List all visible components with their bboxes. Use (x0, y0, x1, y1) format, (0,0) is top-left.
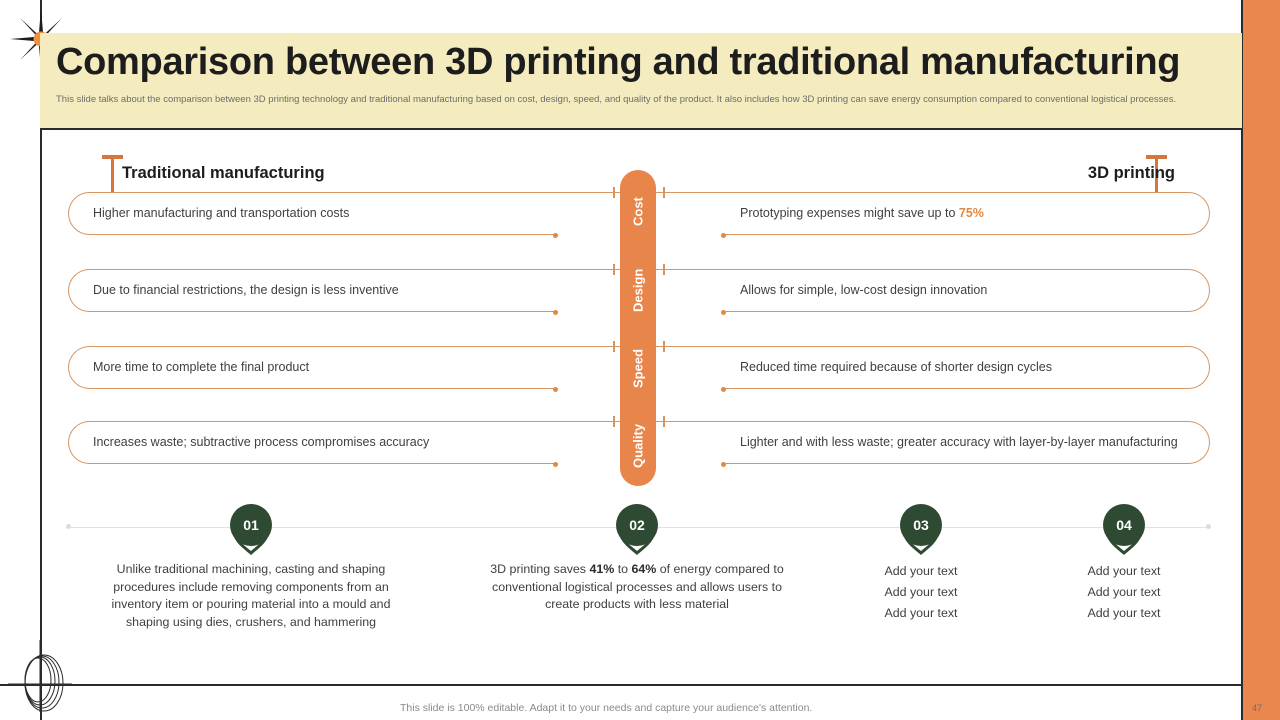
badge-number-03: 03 (913, 517, 929, 533)
category-column: Cost Design Speed Quality (620, 170, 656, 486)
right-row-text-2: Allows for simple, low-cost design innov… (740, 283, 988, 297)
conn-dot-right-3 (721, 387, 726, 392)
category-label-speed: Speed (630, 348, 646, 388)
conn-dot-left-4 (553, 462, 558, 467)
right-row-prefix-1: Prototyping expenses might save up to (740, 206, 959, 220)
left-heading-tick (102, 155, 123, 193)
left-row-text-1: Higher manufacturing and transportation … (93, 206, 350, 220)
step-04: 04 Add your text Add your text Add your … (974, 503, 1274, 624)
right-accent-band (1242, 0, 1280, 720)
right-heading-tick (1146, 155, 1167, 193)
rail-tick-left-2 (613, 264, 615, 275)
pin-badge-icon (1103, 504, 1145, 555)
list-item: Add your text (884, 564, 958, 578)
right-row-highlight-1: 75% (958, 206, 984, 220)
badge-02: 02 (613, 503, 661, 555)
step-text-02: 3D printing saves 41% to 64% of energy c… (490, 562, 784, 611)
left-row-text-3: More time to complete the final product (93, 360, 310, 374)
rail-right-4 (656, 421, 722, 422)
rail-left-4 (558, 421, 620, 422)
rail-right-3 (656, 346, 722, 347)
step-01: 01 Unlike traditional machining, casting… (101, 503, 401, 631)
conn-dot-right-1 (721, 233, 726, 238)
spiral-decoration-icon (8, 640, 72, 712)
page-title: Comparison between 3D printing and tradi… (56, 41, 1181, 83)
header-bottom-rule (40, 128, 1242, 130)
rail-tick-right-4 (663, 416, 665, 427)
list-item: Add your text (1087, 585, 1161, 599)
conn-dot-left-3 (553, 387, 558, 392)
list-item: Add your text (884, 585, 958, 599)
badge-03: 03 (897, 503, 945, 555)
step-text-01: Unlike traditional machining, casting an… (111, 562, 391, 629)
rail-left-2 (558, 269, 620, 270)
list-item: Add your text (1087, 564, 1161, 578)
pin-badge-icon (230, 504, 272, 555)
list-item: Add your text (884, 606, 958, 620)
rail-tick-right-1 (663, 187, 665, 198)
conn-dot-left-1 (553, 233, 558, 238)
conn-dot-right-2 (721, 310, 726, 315)
page-number: 47 (1252, 703, 1263, 713)
step-lines-03: Add your text Add your text Add your tex… (771, 561, 1071, 624)
left-row-text-4: Increases waste; subtractive process com… (93, 435, 430, 449)
category-label-quality: Quality (630, 423, 646, 469)
rail-tick-left-1 (613, 187, 615, 198)
table-row: Allows for simple, low-cost design innov… (722, 269, 1210, 312)
rail-tick-left-3 (613, 341, 615, 352)
step-02: 02 3D printing saves 41% to 64% of energ… (487, 503, 787, 614)
right-row-text-3: Reduced time required because of shorter… (740, 360, 1052, 374)
badge-01: 01 (227, 503, 275, 555)
rail-right-1 (656, 192, 722, 193)
right-row-text-4: Lighter and with less waste; greater acc… (740, 435, 1178, 449)
badge-number-04: 04 (1116, 517, 1132, 533)
pin-badge-icon (616, 504, 658, 555)
content-bottom-rule (0, 684, 1242, 686)
conn-dot-right-4 (721, 462, 726, 467)
badge-number-01: 01 (243, 517, 259, 533)
rail-tick-left-4 (613, 416, 615, 427)
rail-left-3 (558, 346, 620, 347)
badge-04: 04 (1100, 503, 1148, 555)
table-row: Lighter and with less waste; greater acc… (722, 421, 1210, 464)
step-03: 03 Add your text Add your text Add your … (771, 503, 1071, 624)
category-label-cost: Cost (630, 197, 646, 227)
rail-right-2 (656, 269, 722, 270)
list-item: Add your text (1087, 606, 1161, 620)
table-row: Due to financial restrictions, the desig… (68, 269, 558, 312)
table-row: More time to complete the final product (68, 346, 558, 389)
timeline-cap-right (1206, 524, 1211, 529)
table-row: Prototyping expenses might save up to 75… (722, 192, 1210, 235)
left-spine-line (40, 0, 42, 720)
rail-left-1 (558, 192, 620, 193)
table-row: Reduced time required because of shorter… (722, 346, 1210, 389)
left-column-heading: Traditional manufacturing (122, 164, 325, 182)
right-row-text-1: Prototyping expenses might save up to 75… (740, 206, 984, 221)
conn-dot-left-2 (553, 310, 558, 315)
footer-note: This slide is 100% editable. Adapt it to… (400, 702, 813, 714)
slide-header: Comparison between 3D printing and tradi… (40, 33, 1242, 128)
rail-tick-right-3 (663, 341, 665, 352)
category-label-design: Design (630, 268, 646, 312)
right-accent-band-edge (1241, 0, 1243, 720)
right-column-heading: 3D printing (1087, 164, 1175, 182)
table-row: Higher manufacturing and transportation … (68, 192, 558, 235)
step-lines-04: Add your text Add your text Add your tex… (974, 561, 1274, 624)
badge-number-02: 02 (629, 517, 645, 533)
slide-subtitle: This slide talks about the comparison be… (56, 94, 1177, 105)
timeline-cap-left (66, 524, 71, 529)
rail-tick-right-2 (663, 264, 665, 275)
table-row: Increases waste; subtractive process com… (68, 421, 558, 464)
left-row-text-2: Due to financial restrictions, the desig… (93, 283, 399, 297)
pin-badge-icon (900, 504, 942, 555)
